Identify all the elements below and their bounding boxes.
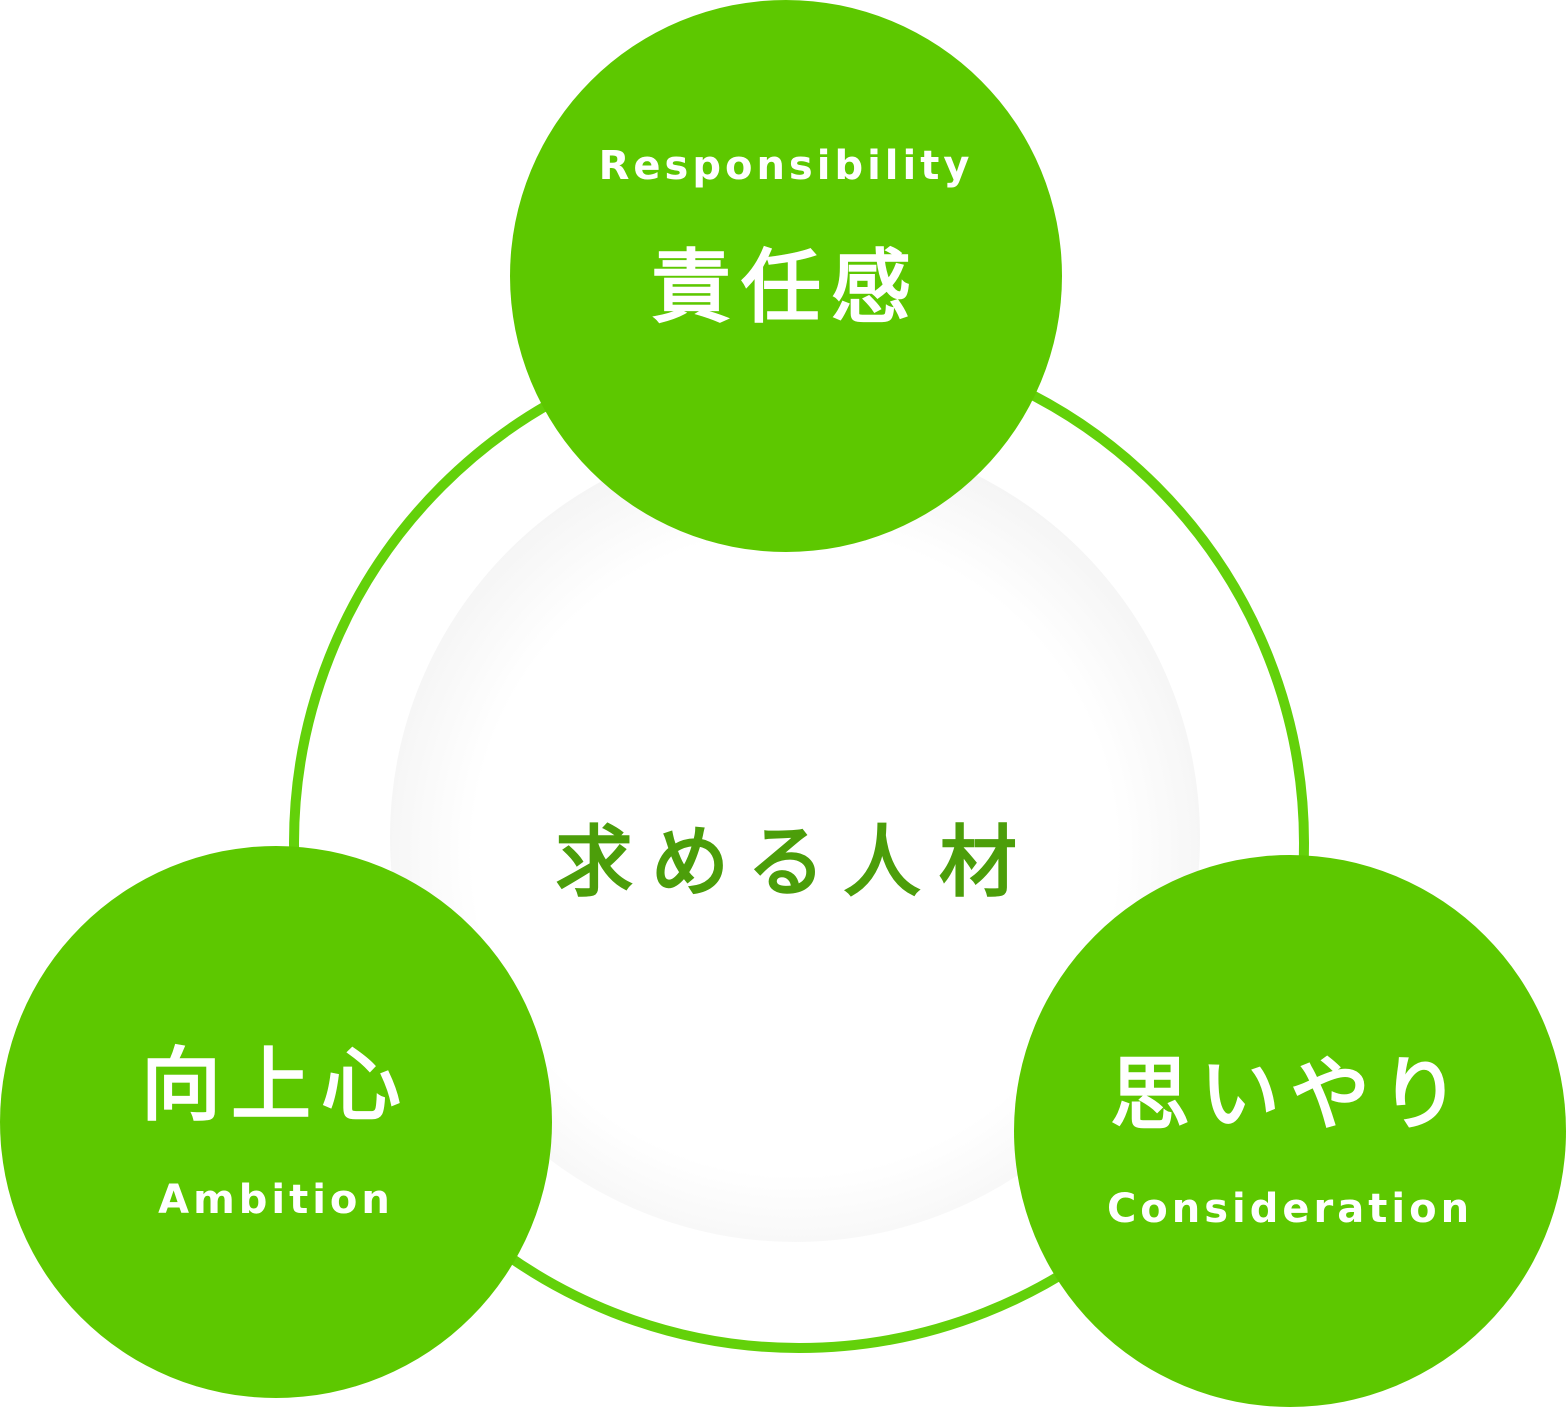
trait-en-label: Ambition xyxy=(158,1177,394,1223)
trait-en-label: Consideration xyxy=(1106,1186,1474,1232)
trait-circle-responsibility: Responsibility 責任感 xyxy=(510,0,1062,552)
center-label: 求める人材 xyxy=(554,818,1035,908)
trait-circle-consideration: 思いやり Consideration xyxy=(1014,855,1566,1407)
trait-jp-label: 向上心 xyxy=(141,1039,411,1132)
trait-jp-label: 思いやり xyxy=(1110,1048,1470,1141)
trait-jp-label: 責任感 xyxy=(651,241,921,334)
trait-en-label: Responsibility xyxy=(598,143,974,189)
trait-circle-ambition: 向上心 Ambition xyxy=(0,846,552,1398)
